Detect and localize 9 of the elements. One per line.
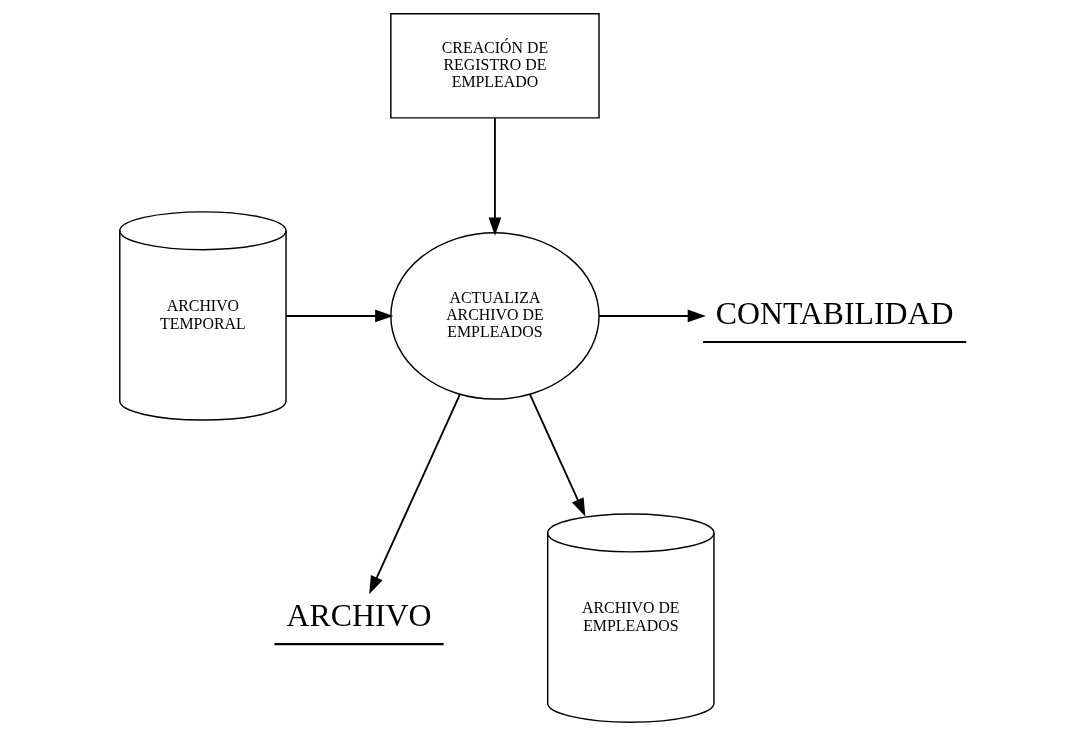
node-box: CREACIÓN DE REGISTRO DE EMPLEADO bbox=[390, 13, 600, 119]
arrow bbox=[598, 309, 706, 323]
node-text: ARCHIVO bbox=[286, 598, 432, 634]
arrow bbox=[369, 393, 461, 595]
node-ellipse: ACTUALIZA ARCHIVO DE EMPLEADOS bbox=[390, 232, 600, 400]
arrow bbox=[285, 309, 394, 323]
arrow bbox=[488, 117, 502, 236]
node-text: CONTABILIDAD bbox=[715, 296, 954, 332]
arrow bbox=[529, 393, 586, 517]
